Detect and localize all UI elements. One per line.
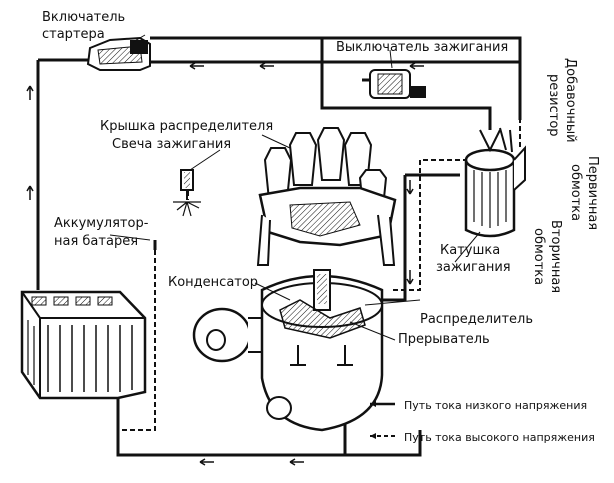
label-distributor-cap: Крышка распределителя xyxy=(100,119,274,134)
label-battery-1: Аккумулятор- xyxy=(54,216,149,231)
legend-low-voltage-label: Путь тока низкого напряжения xyxy=(404,399,588,412)
label-spark-plug: Свеча зажигания xyxy=(112,137,232,152)
starter-switch xyxy=(86,36,151,71)
label-capacitor: Конденсатор xyxy=(168,275,259,290)
legend-high-voltage-sample xyxy=(370,433,395,439)
label-primary-winding-2: обмотка xyxy=(568,164,583,222)
spark-plug xyxy=(173,169,201,217)
label-ballast-resistor-1: Добавочный xyxy=(563,58,578,143)
legend-low-voltage-sample xyxy=(370,401,395,407)
ignition-coil xyxy=(464,127,526,238)
label-coil-2: зажигания xyxy=(436,260,511,275)
ignition-switch xyxy=(362,69,426,99)
distributor-cap xyxy=(256,127,397,266)
label-primary-winding-1: Первичная xyxy=(585,156,600,231)
distributor-body xyxy=(192,269,384,432)
battery xyxy=(20,290,147,400)
label-secondary-winding-1: Вторичная xyxy=(548,220,563,294)
label-battery-2: ная батарея xyxy=(54,234,139,249)
label-starter-switch-1: Включатель xyxy=(42,10,126,25)
label-ballast-resistor-2: резистор xyxy=(546,74,561,137)
label-ignition-switch: Выключатель зажигания xyxy=(336,40,509,55)
label-coil-1: Катушка xyxy=(440,243,501,258)
current-arrows xyxy=(26,62,424,466)
low-voltage-wiring xyxy=(36,36,522,457)
label-distributor: Распределитель xyxy=(420,312,533,327)
callout-lines xyxy=(109,34,481,341)
label-breaker: Прерыватель xyxy=(398,332,490,347)
legend-high-voltage-label: Путь тока высокого напряжения xyxy=(404,431,595,444)
label-starter-switch-2: стартера xyxy=(42,27,105,42)
label-secondary-winding-2: обмотка xyxy=(531,228,546,286)
